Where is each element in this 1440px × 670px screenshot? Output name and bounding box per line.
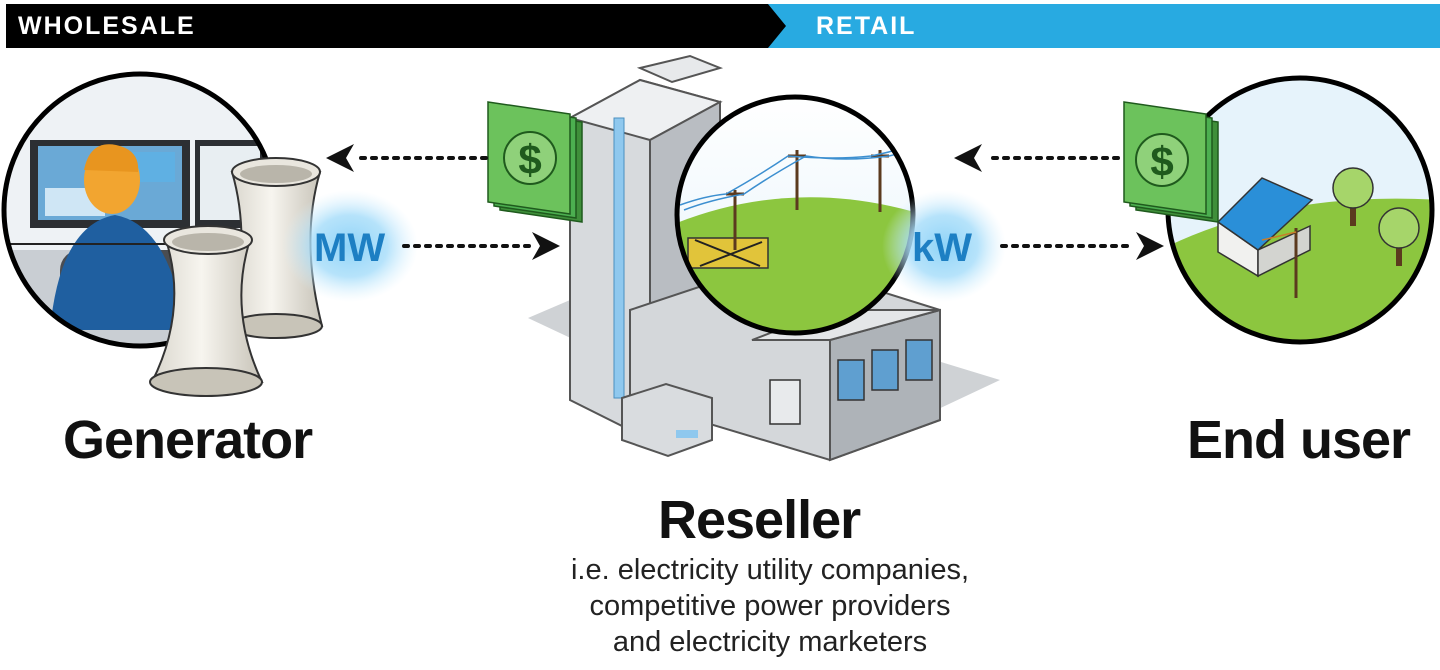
svg-text:$: $: [1150, 138, 1173, 185]
kw-unit-label: kW: [912, 226, 972, 270]
dollar-bill-icon: $: [1123, 101, 1219, 223]
wholesale-band: [6, 4, 786, 48]
dollar-bill-icon: $: [487, 101, 583, 223]
mw-glow: [282, 190, 418, 302]
reseller-subtitle-line: and electricity marketers: [612, 626, 928, 658]
arrow-power-to-reseller: [402, 232, 560, 260]
substation-icon: [687, 237, 769, 269]
wholesale-label: WHOLESALE: [18, 12, 196, 40]
svg-text:$: $: [518, 136, 541, 183]
retail-label: RETAIL: [816, 12, 917, 40]
arrow-money-to-generator: [326, 144, 488, 172]
arrow-power-to-end-user: [1000, 232, 1164, 260]
arrow-money-to-reseller: [954, 144, 1120, 172]
end-user-label: End user: [1187, 410, 1411, 470]
retail-band: [766, 4, 1440, 48]
reseller-label: Reseller: [658, 490, 861, 550]
house-icon: [1216, 177, 1314, 298]
grid-scene: [674, 94, 916, 336]
generator-label: Generator: [63, 410, 313, 470]
market-ribbon: WHOLESALE RETAIL: [6, 4, 1440, 48]
tree-icon: [1332, 167, 1420, 266]
reseller-subtitle: i.e. electricity utility companies, comp…: [480, 552, 1060, 660]
reseller-subtitle-line: competitive power providers: [589, 590, 951, 622]
kw-glow: [882, 190, 1006, 302]
reseller-subtitle-line: i.e. electricity utility companies,: [570, 554, 970, 586]
cooling-tower-icon: [149, 225, 264, 397]
ribbon-shape: [6, 4, 1440, 48]
monitor-icon: [30, 140, 265, 228]
mw-unit-label: MW: [314, 226, 386, 270]
